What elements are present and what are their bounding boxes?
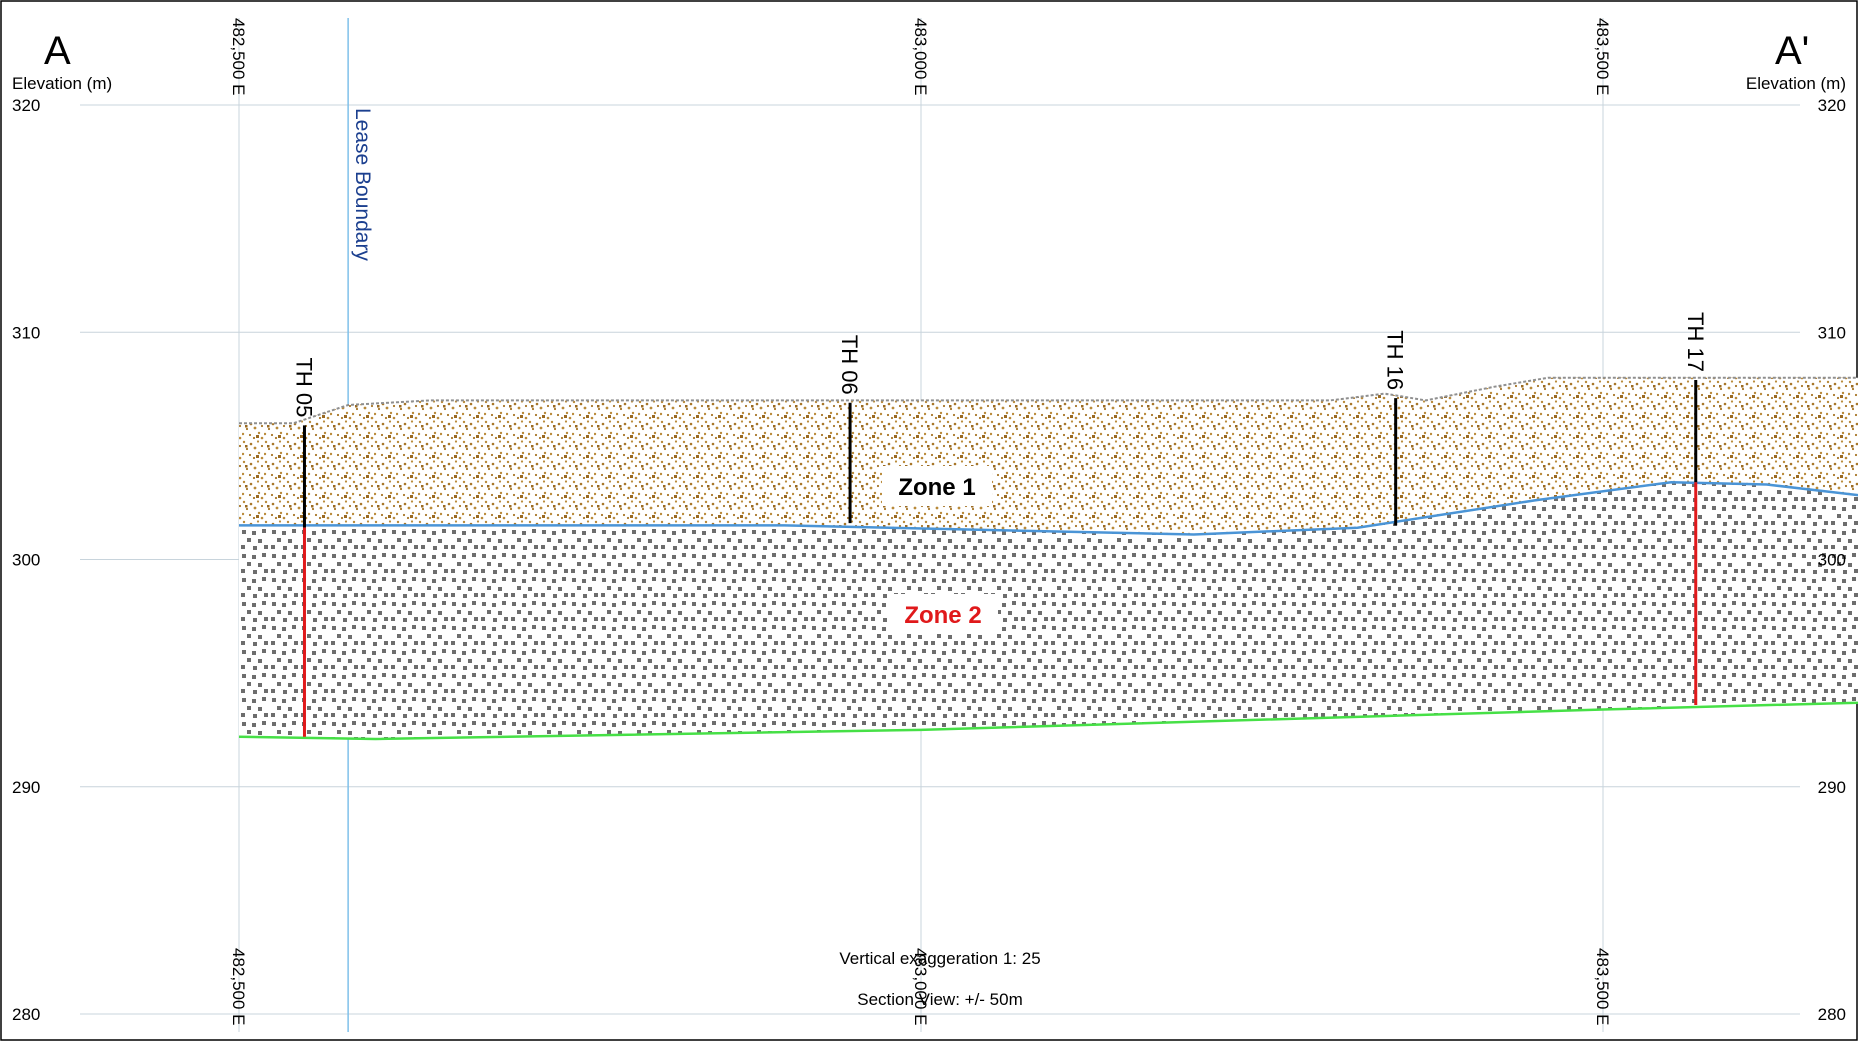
elevation-tick-label-left: 300 [12, 551, 40, 570]
easting-tick-label-bottom: 482,500 E [229, 948, 248, 1026]
section-view-note: Section View: +/- 50m [857, 990, 1023, 1009]
easting-tick-label-top: 483,500 E [1593, 18, 1612, 96]
elevation-tick-label-right: 320 [1818, 96, 1846, 115]
zone-2-fill [239, 482, 1858, 739]
vertical-exaggeration-note: Vertical exaggeration 1: 25 [839, 949, 1040, 968]
zone-1-base-line [239, 480, 1858, 536]
zone-fills [239, 377, 1858, 739]
borehole-label: TH 16 [1383, 330, 1408, 390]
elevation-tick-label-left: 320 [12, 96, 40, 115]
boreholes [302, 379, 1698, 737]
elevation-tick-label-left: 290 [12, 778, 40, 797]
elevation-tick-label-right: 300 [1818, 551, 1846, 570]
labels: 320 320 310 310 300 300 290 290 280 280 482,500 E 4… [12, 18, 1846, 1026]
zone-2-label-box [888, 594, 998, 634]
elevation-tick-label-left: 310 [12, 323, 40, 342]
easting-tick-label-bottom: 483,500 E [1593, 948, 1612, 1026]
elevation-tick-label-right: 290 [1818, 778, 1846, 797]
elevation-axis-title-right: Elevation (m) [1746, 74, 1846, 93]
zone-1-label: Zone 1 [898, 474, 975, 501]
easting-tick-label-top: 483,000 E [911, 18, 930, 96]
elevation-tick-label-right: 310 [1818, 323, 1846, 342]
easting-tick-label-bottom: 483,000 E [911, 948, 930, 1026]
section-start-label: A [44, 29, 71, 73]
easting-tick-label-top: 482,500 E [229, 18, 248, 96]
zone-1-label-box [882, 466, 992, 506]
elevation-axis-title-left: Elevation (m) [12, 74, 112, 93]
zone-2-label: Zone 2 [904, 602, 981, 629]
elevation-tick-label-left: 280 [12, 1005, 40, 1024]
lease-boundary-label: Lease Boundary [351, 108, 374, 261]
borehole-label: TH 06 [837, 335, 862, 395]
profile-lines [238, 376, 1858, 741]
ground-surface-line [239, 376, 1858, 425]
zone-2-base-line [238, 701, 1858, 741]
elevation-tick-label-right: 280 [1818, 1005, 1846, 1024]
borehole-label: TH 17 [1683, 312, 1708, 372]
zone-1-fill [239, 377, 1858, 535]
section-end-label: A' [1775, 29, 1809, 73]
borehole-label: TH 05 [291, 358, 316, 418]
